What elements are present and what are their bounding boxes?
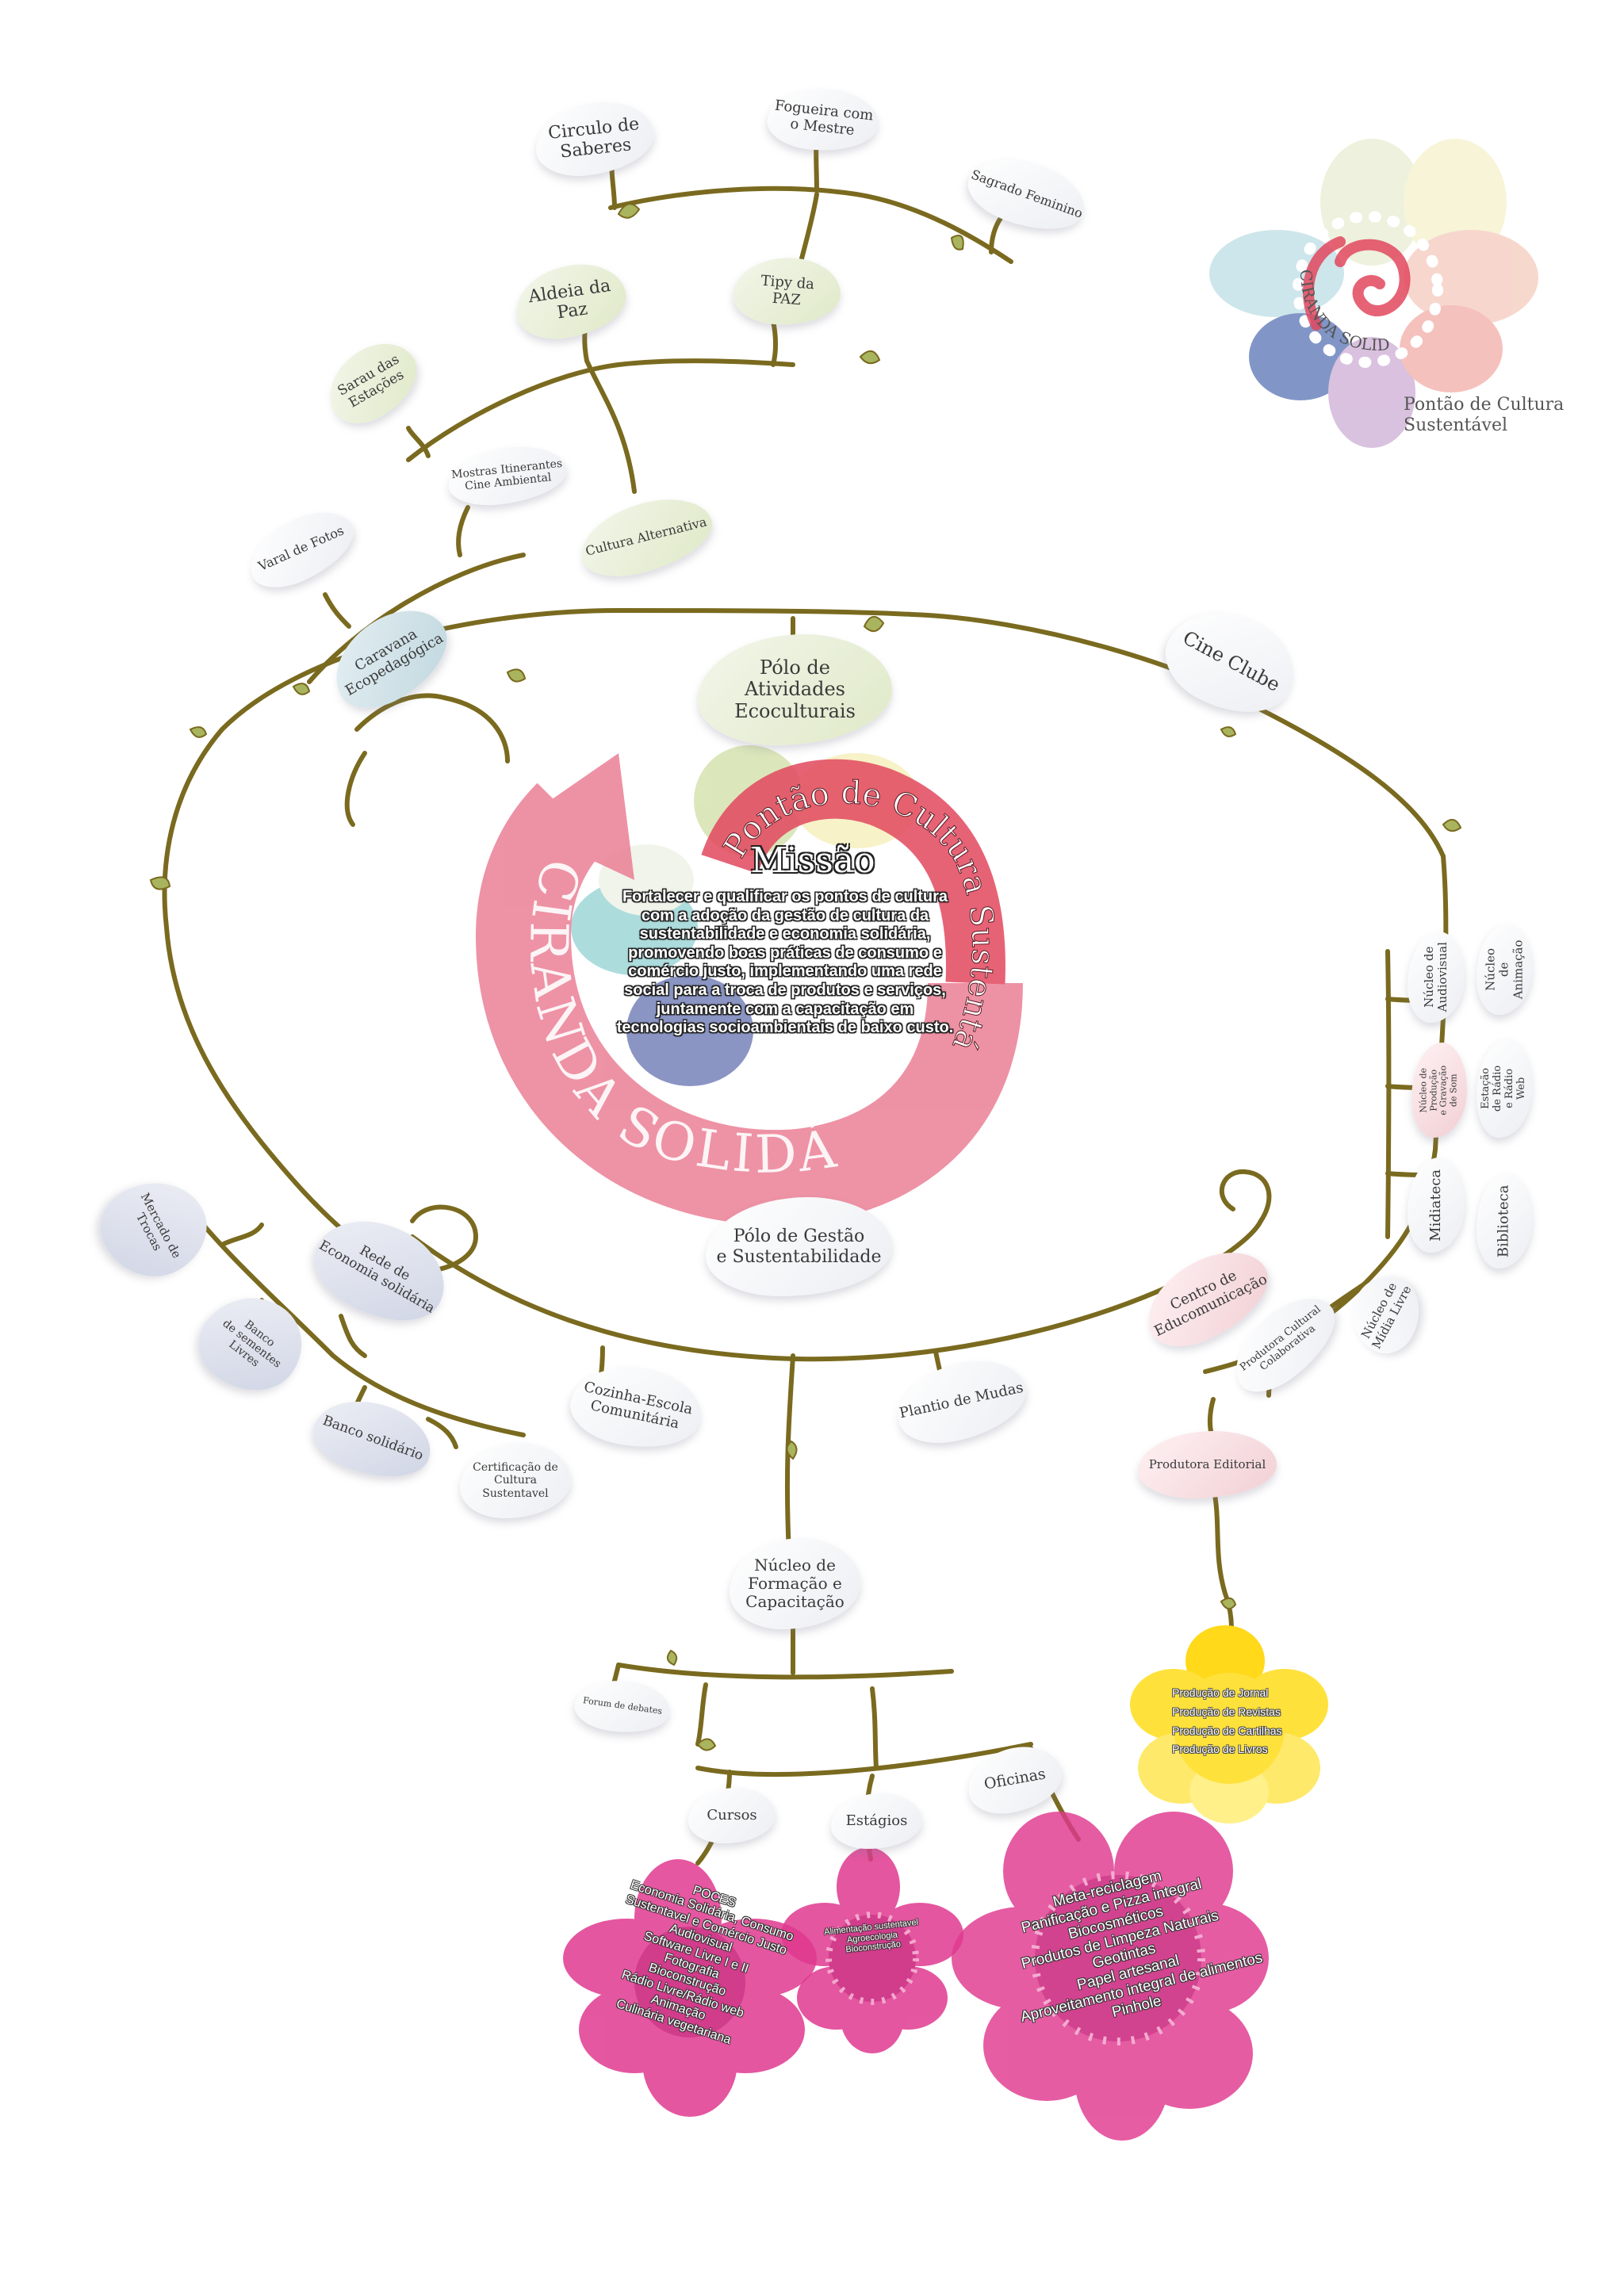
editorial-list: Produção de Jornal Produção de Revistas … (1172, 1684, 1282, 1759)
node-nucleo-animacao-label: Núcleo de Animação (1484, 939, 1525, 999)
node-estacao-radio-label: Estação de Rádio e Rádio Web (1480, 1061, 1528, 1116)
node-nucleo-producao-label: Núcleo de Produção e Gravação de Som (1419, 1062, 1460, 1118)
logo-caption: Pontão de Cultura Sustentável (1404, 395, 1564, 437)
node-nucleo-audiovisual-label: Núcleo de Audiovisual (1423, 942, 1450, 1012)
editorial-item: Produção de Livros (1172, 1740, 1282, 1759)
editorial-item: Produção de Cartilhas (1172, 1722, 1282, 1741)
node-biblioteca-label: Biblioteca (1496, 1184, 1513, 1257)
mission-text: Fortalecer e qualificar os pontos de cul… (611, 888, 959, 1038)
editorial-item: Produção de Revistas (1172, 1703, 1282, 1722)
mission-title: Missão (741, 840, 884, 881)
logo-ring-text: CIRANDA SOLIDÁRIA (0, 0, 1390, 354)
editorial-item: Produção de Jornal (1172, 1684, 1282, 1703)
svg-text:CIRANDA SOLIDÁRIA: CIRANDA SOLIDÁRIA (0, 0, 1390, 354)
node-midiateca-label: Midiateca (1428, 1169, 1445, 1242)
